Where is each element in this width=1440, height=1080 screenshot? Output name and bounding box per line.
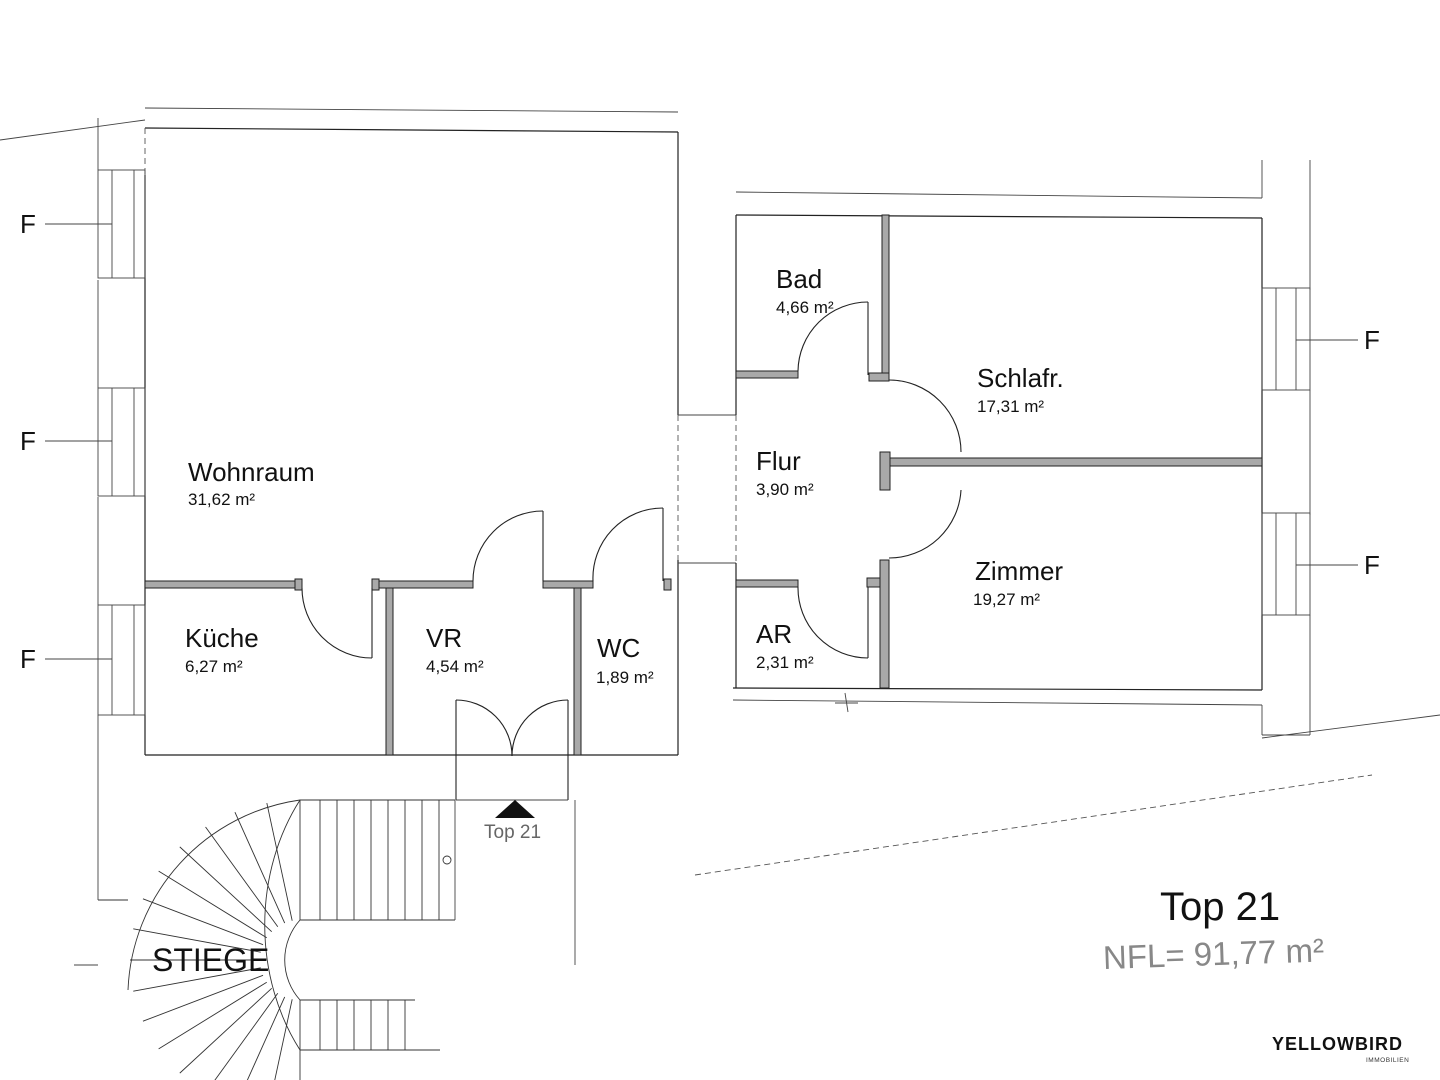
room-name-kueche: Küche [185, 623, 259, 653]
right-windows [1261, 287, 1358, 616]
window-label-left-3: F [20, 644, 36, 674]
stair-tread [142, 898, 264, 946]
room-area-vr: 4,54 m² [426, 657, 484, 676]
entrance-label: Top 21 [484, 822, 541, 843]
room-area-bad: 4,66 m² [776, 298, 834, 317]
room-name-flur: Flur [756, 446, 801, 476]
room-name-schlafr: Schlafr. [977, 363, 1064, 393]
room-labels: Wohnraum 31,62 m² Küche 6,27 m² VR 4,54 … [185, 264, 1064, 687]
room-name-vr: VR [426, 623, 462, 653]
left-windows [45, 169, 146, 716]
room-area-wc: 1,89 m² [596, 668, 654, 687]
staircase [98, 799, 456, 1080]
logo-wordmark: YELLOWBIRD [1272, 1034, 1403, 1054]
room-name-wohnraum: Wohnraum [188, 457, 315, 487]
room-area-zimmer: 19,27 m² [973, 590, 1040, 609]
stair-tread [214, 992, 279, 1080]
right-unit-doors [797, 301, 962, 659]
stair-tread [179, 846, 273, 933]
logo-subline: IMMOBILIEN [1366, 1057, 1409, 1064]
room-area-wohnraum: 31,62 m² [188, 490, 255, 509]
room-area-flur: 3,90 m² [756, 480, 814, 499]
window-label-left-2: F [20, 426, 36, 456]
stair-tread [274, 999, 293, 1080]
room-name-bad: Bad [776, 264, 822, 294]
stair-tread [133, 967, 261, 992]
left-unit-interior-walls [144, 578, 672, 756]
window-label-left-1: F [20, 209, 36, 239]
stair-tread [133, 928, 261, 953]
brand-logo: YELLOWBIRD IMMOBILIEN [1272, 1034, 1409, 1064]
room-area-schlafr: 17,31 m² [977, 397, 1044, 416]
stair-tread [266, 802, 293, 921]
stair-tread [234, 811, 286, 924]
unit-title: Top 21 [1160, 885, 1280, 929]
site-context-lines [0, 107, 1440, 966]
stair-tread [246, 996, 286, 1080]
unit-total-area: NFL= 91,77 m² [1102, 931, 1324, 976]
room-area-ar: 2,31 m² [756, 653, 814, 672]
stair-tread [179, 987, 273, 1074]
stair-tread [142, 974, 264, 1022]
room-area-kueche: 6,27 m² [185, 657, 243, 676]
window-label-right-1: F [1364, 325, 1380, 355]
room-name-ar: AR [756, 619, 792, 649]
window-label-right-2: F [1364, 550, 1380, 580]
room-name-zimmer: Zimmer [975, 556, 1063, 586]
stair-tread [158, 981, 267, 1050]
entrance-marker [495, 800, 535, 818]
room-name-wc: WC [597, 633, 640, 663]
stair-tread [205, 826, 279, 928]
left-unit-doors [301, 507, 664, 801]
window-labels: F F F F F [20, 209, 1380, 674]
stair-tread [158, 870, 267, 939]
stairs-label: STIEGE [152, 942, 269, 978]
